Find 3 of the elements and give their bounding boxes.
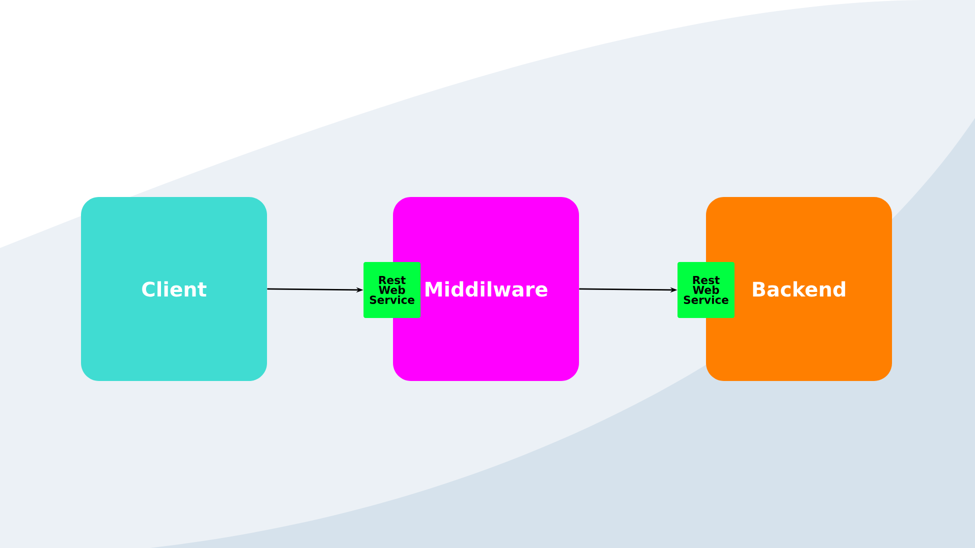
service-box: Rest Web Service [364,262,420,318]
service-box: Rest Web Service [678,262,734,318]
client-box: Client [81,197,267,381]
